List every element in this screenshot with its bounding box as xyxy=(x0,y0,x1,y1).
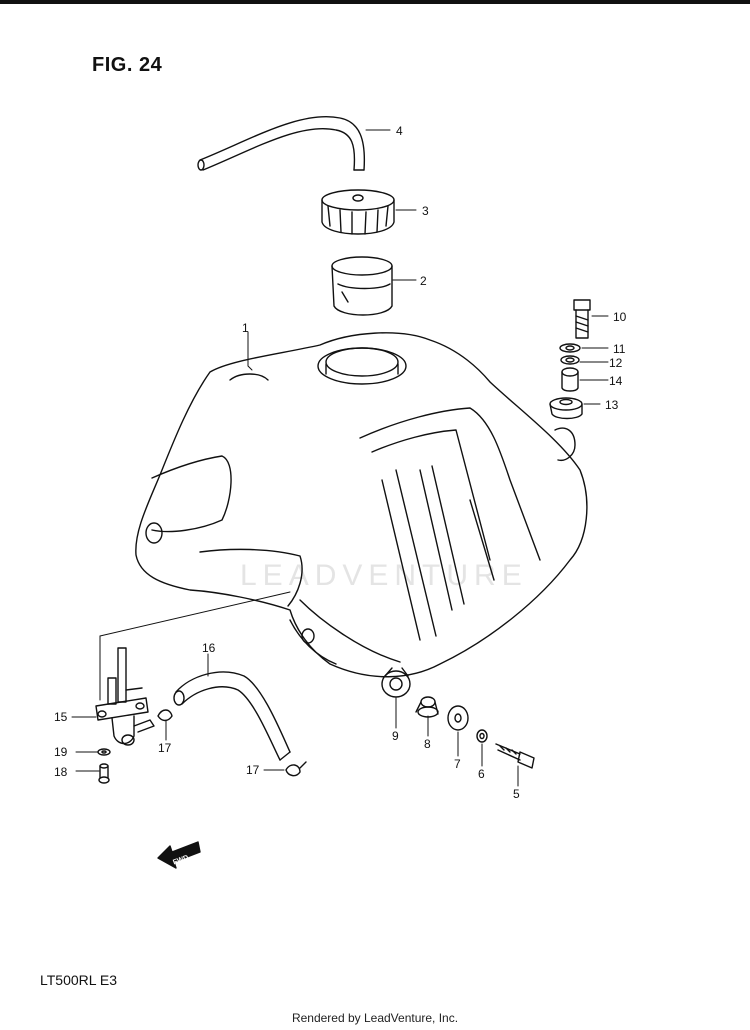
callout-15: 15 xyxy=(54,710,68,724)
callout-17-a: 17 xyxy=(158,741,172,755)
callout-1: 1 xyxy=(242,321,249,335)
leader-lines xyxy=(71,129,609,787)
callout-19: 19 xyxy=(54,745,68,759)
callout-4: 4 xyxy=(396,124,403,138)
filler-neck-part xyxy=(331,256,393,316)
callout-18: 18 xyxy=(54,765,68,779)
callout-3: 3 xyxy=(422,204,429,218)
fuel-cap-part xyxy=(321,189,395,235)
callout-7: 7 xyxy=(454,757,461,771)
render-credit: Rendered by LeadVenture, Inc. xyxy=(291,1011,459,1025)
fuel-valve-part xyxy=(95,647,155,746)
callout-12: 12 xyxy=(609,356,623,370)
callout-10: 10 xyxy=(613,310,627,324)
callout-14: 14 xyxy=(609,374,623,388)
fuel-tank-part xyxy=(135,332,588,678)
callout-labels: 4 3 2 1 10 11 12 14 13 9 8 7 6 5 15 19 1… xyxy=(54,124,627,801)
breather-hose-part xyxy=(197,116,366,171)
top-border xyxy=(0,0,750,4)
forward-direction-arrow: FWD xyxy=(157,841,201,869)
callout-11: 11 xyxy=(613,342,626,356)
callout-9: 9 xyxy=(392,729,399,743)
watermark-text: LEADVENTURE xyxy=(240,559,528,592)
callout-8: 8 xyxy=(424,737,431,751)
callout-16: 16 xyxy=(202,641,216,655)
callout-2: 2 xyxy=(420,274,427,288)
hose-clamps xyxy=(157,709,307,777)
fuel-hose-part xyxy=(173,671,291,761)
mounting-bolt-stack xyxy=(549,299,591,420)
model-code: LT500RL E3 xyxy=(40,972,118,988)
callout-17-b: 17 xyxy=(246,763,260,777)
valve-screws xyxy=(97,748,111,784)
figure-title: FIG. 24 xyxy=(92,54,163,76)
callout-13: 13 xyxy=(605,398,619,412)
callout-6: 6 xyxy=(478,767,485,781)
callout-5: 5 xyxy=(513,787,520,801)
